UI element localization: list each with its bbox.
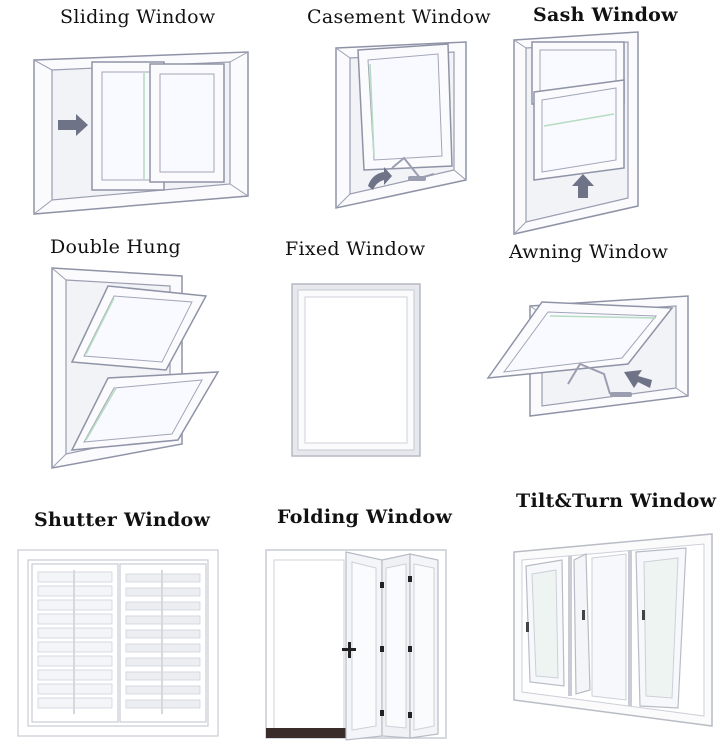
title-casement-window: Casement Window bbox=[307, 6, 491, 28]
fixed-window-illustration bbox=[291, 283, 421, 457]
awning-window-illustration bbox=[486, 295, 689, 417]
sash-window-illustration bbox=[513, 31, 639, 235]
title-tilt-turn-window: Tilt&Turn Window bbox=[516, 490, 717, 512]
title-folding-window: Folding Window bbox=[277, 506, 453, 528]
title-awning-window: Awning Window bbox=[509, 241, 669, 263]
title-fixed-window: Fixed Window bbox=[285, 238, 426, 260]
title-double-hung: Double Hung bbox=[50, 236, 181, 258]
tilt-turn-window-illustration bbox=[513, 533, 713, 727]
title-shutter-window: Shutter Window bbox=[34, 509, 211, 531]
title-sash-window: Sash Window bbox=[533, 4, 678, 26]
shutter-window-illustration bbox=[17, 549, 219, 737]
double-hung-illustration bbox=[51, 267, 220, 469]
sliding-window-illustration bbox=[33, 51, 249, 215]
casement-window-illustration bbox=[335, 41, 467, 209]
title-sliding-window: Sliding Window bbox=[60, 6, 216, 28]
folding-window-illustration bbox=[265, 549, 447, 741]
